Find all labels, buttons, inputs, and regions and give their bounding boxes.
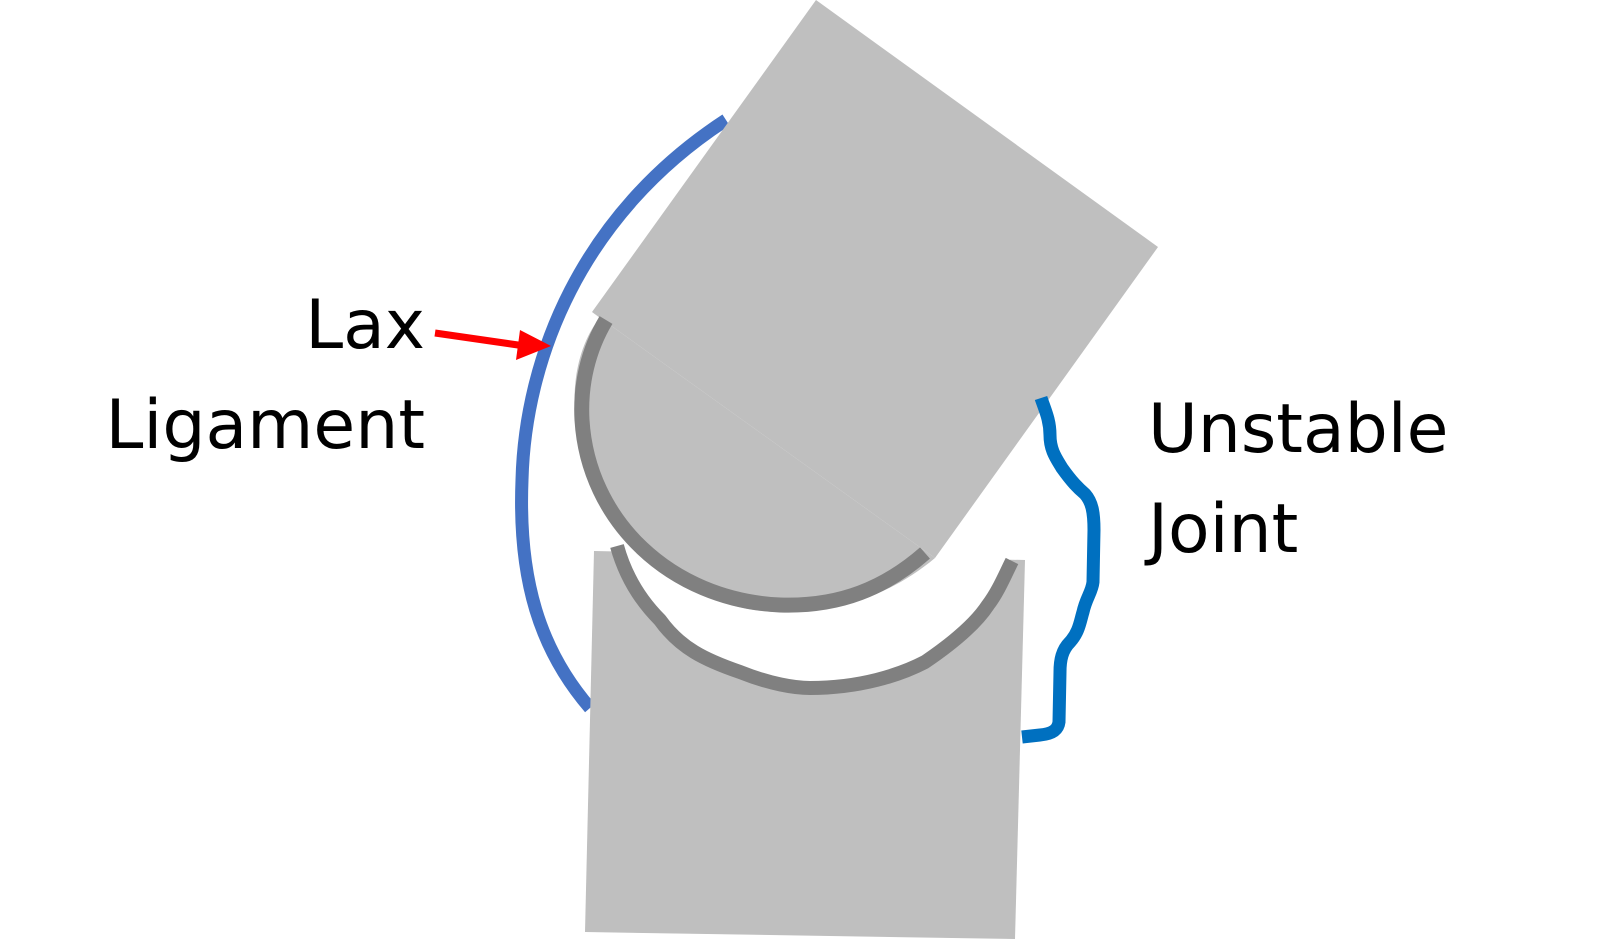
pointer-arrow-head — [516, 330, 551, 360]
pointer-arrow-shaft — [434, 329, 526, 350]
label-unstable: Unstable — [1148, 390, 1449, 469]
lower-cartilage — [610, 544, 1019, 696]
upper-bone-condyle — [574, 312, 935, 612]
upper-cartilage — [574, 316, 930, 613]
lax-ligament — [515, 114, 730, 713]
joint-capsule — [1021, 395, 1101, 744]
label-joint: Joint — [1144, 490, 1298, 569]
upper-bone — [592, 0, 1158, 558]
label-ligament: Ligament — [106, 386, 425, 465]
label-lax: Lax — [305, 286, 425, 365]
